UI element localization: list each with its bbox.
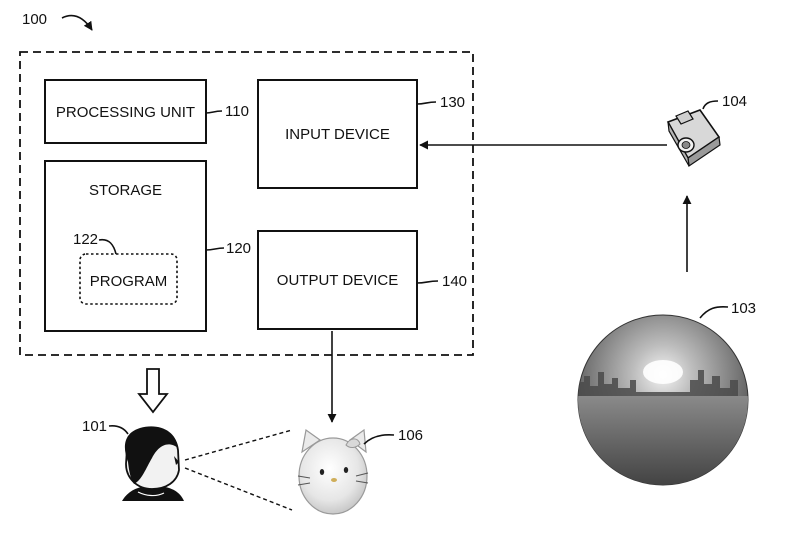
toy-ref: 106 — [398, 427, 423, 444]
system-boundary — [19, 51, 474, 356]
mirror-sphere-icon: 103 — [577, 300, 756, 486]
processing-unit-ref: 110 — [225, 103, 249, 120]
program-block: PROGRAM 122 — [73, 231, 178, 305]
system-ref-arrow — [61, 14, 93, 31]
input-device-ref: 130 — [440, 94, 465, 111]
system-to-user-arrow — [137, 368, 169, 414]
output-device-ref: 140 — [442, 273, 467, 290]
storage-label: STORAGE — [89, 182, 162, 199]
output-device-label: OUTPUT DEVICE — [277, 272, 398, 289]
program-ref: 122 — [73, 231, 98, 248]
camera-icon: 104 — [666, 93, 747, 168]
storage-ref: 120 — [226, 240, 251, 257]
input-device-label: INPUT DEVICE — [285, 126, 390, 143]
processing-unit-label: PROCESSING UNIT — [56, 104, 195, 121]
cat-toy-icon: 106 — [297, 427, 423, 515]
sphere-ref: 103 — [731, 300, 756, 317]
camera-ref: 104 — [722, 93, 747, 110]
system-ref: 100 — [22, 11, 93, 31]
user-head-icon: 101 — [82, 418, 184, 501]
sight-line-lower — [184, 467, 293, 511]
user-ref: 101 — [82, 418, 107, 435]
output-device-block: OUTPUT DEVICE 140 — [257, 230, 467, 330]
system-ref-number: 100 — [22, 11, 47, 28]
sight-line-upper — [184, 429, 293, 461]
program-label: PROGRAM — [90, 273, 168, 290]
processing-unit-block: PROCESSING UNIT 110 — [44, 79, 249, 144]
storage-block: STORAGE 120 — [44, 160, 251, 332]
input-device-block: INPUT DEVICE 130 — [257, 79, 465, 189]
